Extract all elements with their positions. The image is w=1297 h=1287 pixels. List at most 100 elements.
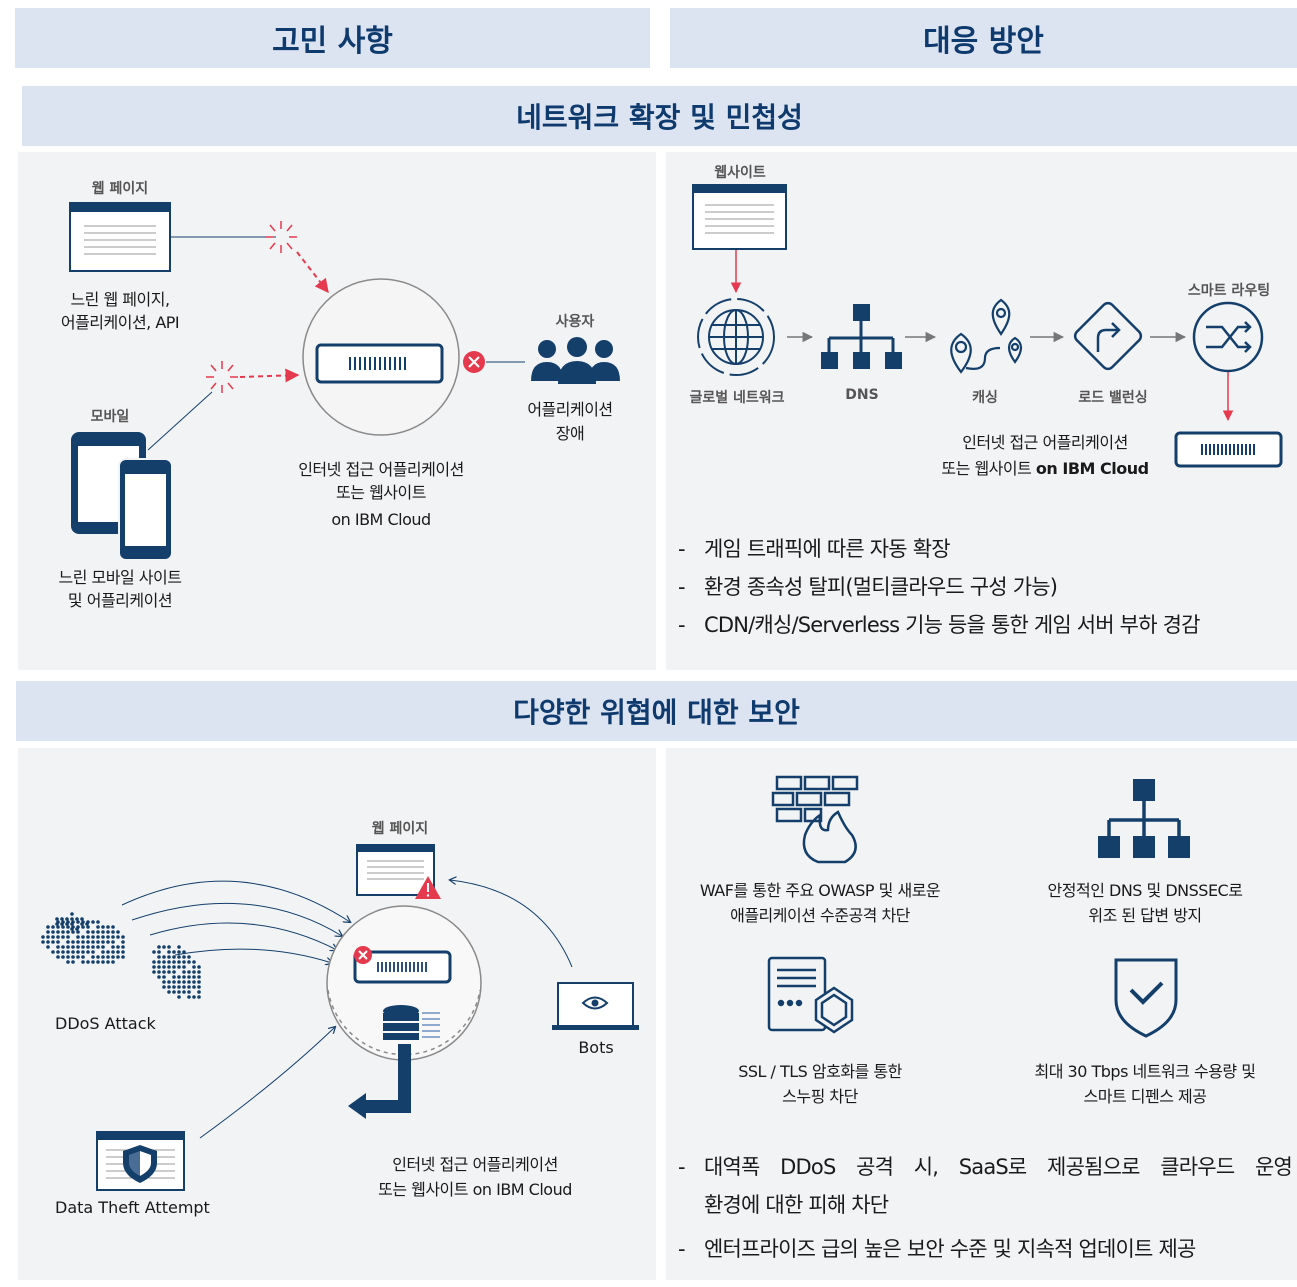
bots-label: Bots <box>578 1038 614 1057</box>
ddos-dot <box>116 945 120 949</box>
ddos-dot <box>86 940 90 944</box>
ddos-dot <box>172 985 176 989</box>
ddos-dot <box>121 945 125 949</box>
ddos-dot <box>106 955 110 959</box>
ddos-dot <box>197 995 201 999</box>
s1-center-caption-2: 또는 웹사이트 <box>336 483 426 502</box>
s2-bullet-2-text: 엔터프라이즈 급의 높은 보안 수준 및 지속적 업데이트 제공 <box>704 1237 1196 1261</box>
s1-bullet-2: -환경 종속성 탈피(멀티클라우드 구성 가능) <box>678 575 1058 599</box>
ddos-dot <box>167 955 171 959</box>
ddos-dot <box>116 950 120 954</box>
ddos-dot <box>56 955 60 959</box>
solutions-header: 대응 방안 <box>670 8 1297 68</box>
ddos-dot <box>182 980 186 984</box>
warning-icon <box>415 876 441 899</box>
s1-right-caption-2: 또는 웹사이트 on IBM Cloud <box>920 457 1170 480</box>
ddos-dot <box>187 960 191 964</box>
ddos-dot <box>70 927 74 931</box>
ddos-dot <box>60 917 64 921</box>
ddos-dot <box>182 955 186 959</box>
ddos-dot <box>167 965 171 969</box>
ddos-dot <box>55 922 59 926</box>
ddos-dot <box>56 935 60 939</box>
ddos-dot <box>177 995 181 999</box>
feature-dns-2: 위조 된 답변 방지 <box>1088 906 1202 925</box>
ddos-dot <box>182 965 186 969</box>
ddos-dot <box>172 990 176 994</box>
ddos-dot <box>46 945 50 949</box>
ddos-dot <box>91 920 95 924</box>
ddos-dot <box>46 930 50 934</box>
ddos-dot <box>66 935 70 939</box>
feature-ssl-1: SSL / TLS 암호화를 통한 <box>738 1062 902 1081</box>
ddos-dot <box>61 925 65 929</box>
s1-center-caption-3: on IBM Cloud <box>331 510 431 529</box>
ddos-dot <box>56 940 60 944</box>
ddos-dot <box>101 930 105 934</box>
ddos-dot <box>192 985 196 989</box>
server-icon <box>315 343 444 384</box>
ddos-dot <box>177 960 181 964</box>
ddos-dot <box>162 970 166 974</box>
ddos-dot <box>61 935 65 939</box>
ddos-dot <box>187 970 191 974</box>
ddos-dot <box>187 990 191 994</box>
ddos-dot <box>157 960 161 964</box>
load-balancing-icon <box>1073 301 1143 371</box>
ddos-dot <box>111 935 115 939</box>
ddos-dot <box>76 945 80 949</box>
website-window-icon <box>692 184 787 250</box>
ddos-dot <box>71 955 75 959</box>
ddos-dot <box>116 955 120 959</box>
feature-capacity-1: 최대 30 Tbps 네트워크 수용량 및 <box>1034 1062 1256 1081</box>
users-icon <box>531 337 620 384</box>
step-dns: DNS <box>845 387 879 403</box>
ddos-dot <box>167 970 171 974</box>
down-left-arrow-icon <box>348 1044 411 1119</box>
ddos-dot <box>76 930 80 934</box>
ddos-dot <box>157 945 161 949</box>
ddos-dot <box>96 930 100 934</box>
data-theft-window-icon <box>96 1131 185 1191</box>
ddos-dot <box>46 940 50 944</box>
ddos-dot <box>61 950 65 954</box>
ddos-dot <box>152 960 156 964</box>
ddos-dot <box>106 930 110 934</box>
ddos-dot <box>46 935 50 939</box>
step-load-balancing: 로드 밸런싱 <box>1078 390 1148 406</box>
ddos-dot <box>91 940 95 944</box>
ddos-dot <box>111 945 115 949</box>
ddos-dot <box>65 922 69 926</box>
ddos-dot <box>172 955 176 959</box>
ddos-dot <box>152 965 156 969</box>
ddos-dot <box>86 945 90 949</box>
s2-center-caption-2: 또는 웹사이트 on IBM Cloud <box>378 1180 572 1199</box>
s1-app-failure-1: 어플리케이션 <box>527 400 613 419</box>
ddos-dot <box>70 917 74 921</box>
ddos-dot <box>81 955 85 959</box>
ddos-dot <box>197 990 201 994</box>
ddos-dot <box>56 950 60 954</box>
ddos-dot <box>182 975 186 979</box>
ddos-dot <box>51 925 55 929</box>
ddos-dot <box>81 940 85 944</box>
ddos-dot <box>111 940 115 944</box>
ddos-dot <box>41 940 45 944</box>
ddos-dot <box>71 940 75 944</box>
feature-dns-1: 안정적인 DNS 및 DNSSEC로 <box>1047 881 1243 900</box>
s1-bullet-3: -CDN/캐싱/Serverless 기능 등을 통한 게임 서버 부하 경감 <box>678 613 1200 637</box>
ddos-dot <box>61 955 65 959</box>
ddos-dot <box>187 995 191 999</box>
s2-center-caption-1: 인터넷 접근 어플리케이션 <box>392 1155 558 1174</box>
ddos-dot <box>91 945 95 949</box>
ddos-dot <box>106 935 110 939</box>
ddos-dot <box>81 960 85 964</box>
smart-routing-icon <box>1192 301 1264 373</box>
ddos-dot <box>101 940 105 944</box>
ddos-dot <box>182 985 186 989</box>
ddos-dot <box>51 930 55 934</box>
ddos-dot <box>177 975 181 979</box>
ddos-dot <box>81 950 85 954</box>
